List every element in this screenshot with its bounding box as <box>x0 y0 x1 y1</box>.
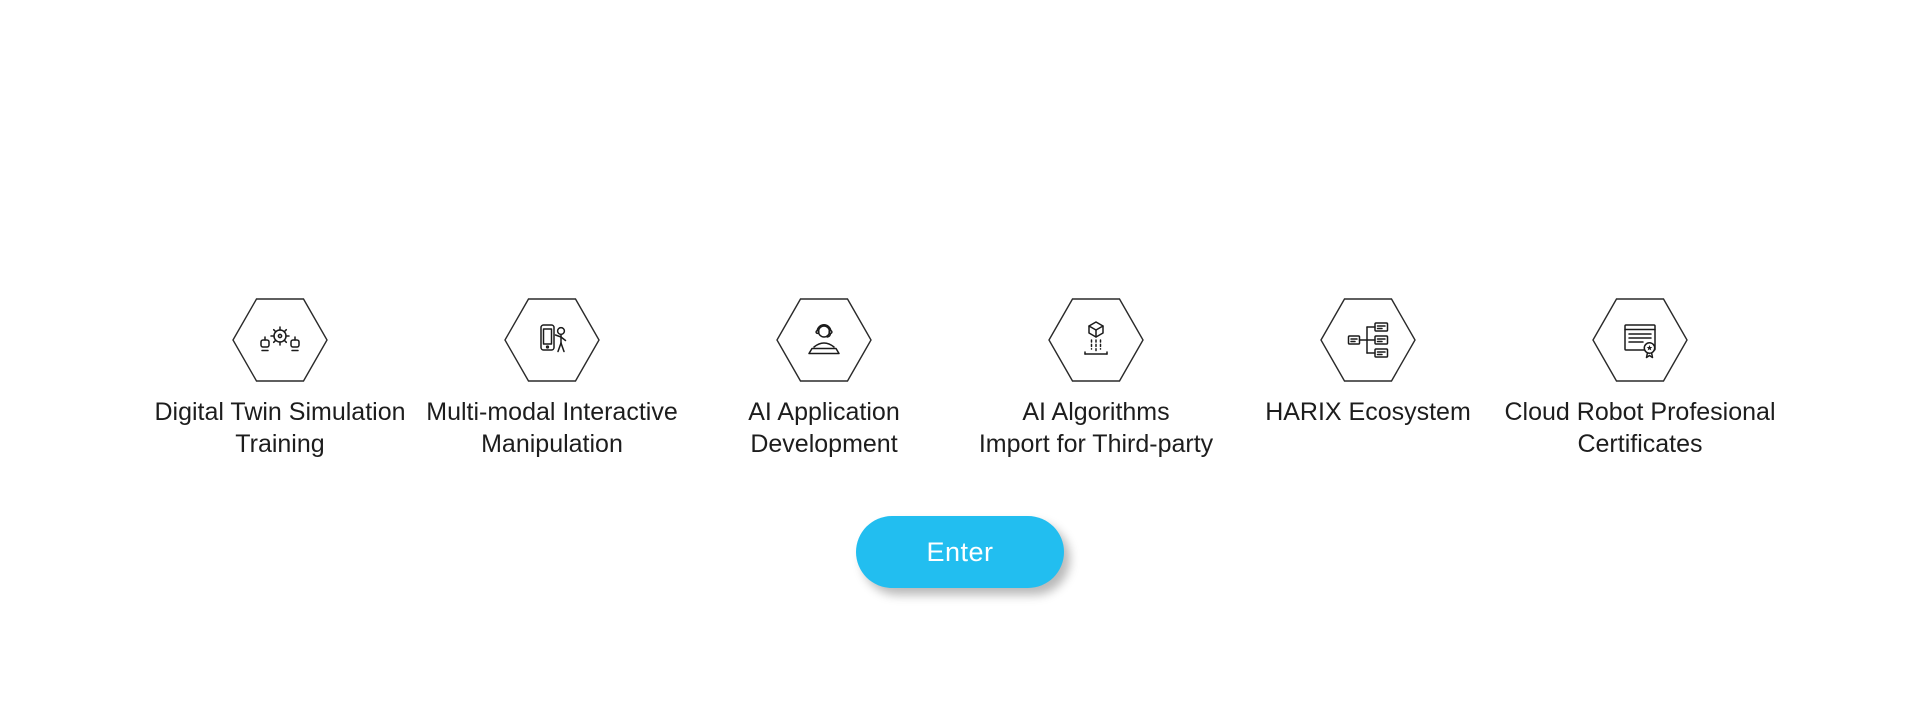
feature-multimodal: Multi-modal Interactive Manipulation <box>416 298 688 460</box>
feature-label: Digital Twin Simulation Training <box>154 398 406 458</box>
feature-row: Digital Twin Simulation Training Multi-m… <box>144 298 1776 460</box>
feature-certificates: Cloud Robot Profesional Certificates <box>1504 298 1776 460</box>
feature-ai-algorithms: AI Algorithms Import for Third-party <box>960 298 1232 460</box>
digital-twin-icon <box>260 326 300 352</box>
feature-label: Cloud Robot Profesional Certificates <box>1504 398 1776 458</box>
feature-digital-twin: Digital Twin Simulation Training <box>144 298 416 460</box>
certificates-icon <box>1624 324 1656 359</box>
harix-ecosystem-icon <box>1347 322 1389 358</box>
ai-application-icon <box>808 324 840 355</box>
hexagon-frame <box>776 298 872 382</box>
hexagon-frame <box>504 298 600 382</box>
hexagon-frame <box>1592 298 1688 382</box>
feature-label: Multi-modal Interactive Manipulation <box>426 398 678 458</box>
feature-harix-ecosystem: HARIX Ecosystem <box>1232 298 1504 428</box>
enter-row: Enter <box>0 516 1920 588</box>
feature-label: AI Algorithms Import for Third-party <box>978 398 1214 458</box>
hexagon-frame <box>1320 298 1416 382</box>
enter-button[interactable]: Enter <box>856 516 1064 588</box>
hexagon-outline <box>1592 298 1688 382</box>
hexagon-frame <box>1048 298 1144 382</box>
multimodal-icon <box>540 324 567 353</box>
ai-algorithms-icon <box>1084 321 1108 355</box>
hexagon-outline <box>232 298 328 382</box>
hexagon-outline <box>776 298 872 382</box>
feature-label: AI Application Development <box>748 398 900 458</box>
feature-label: HARIX Ecosystem <box>1265 398 1471 426</box>
hexagon-frame <box>232 298 328 382</box>
feature-ai-application: AI Application Development <box>688 298 960 460</box>
